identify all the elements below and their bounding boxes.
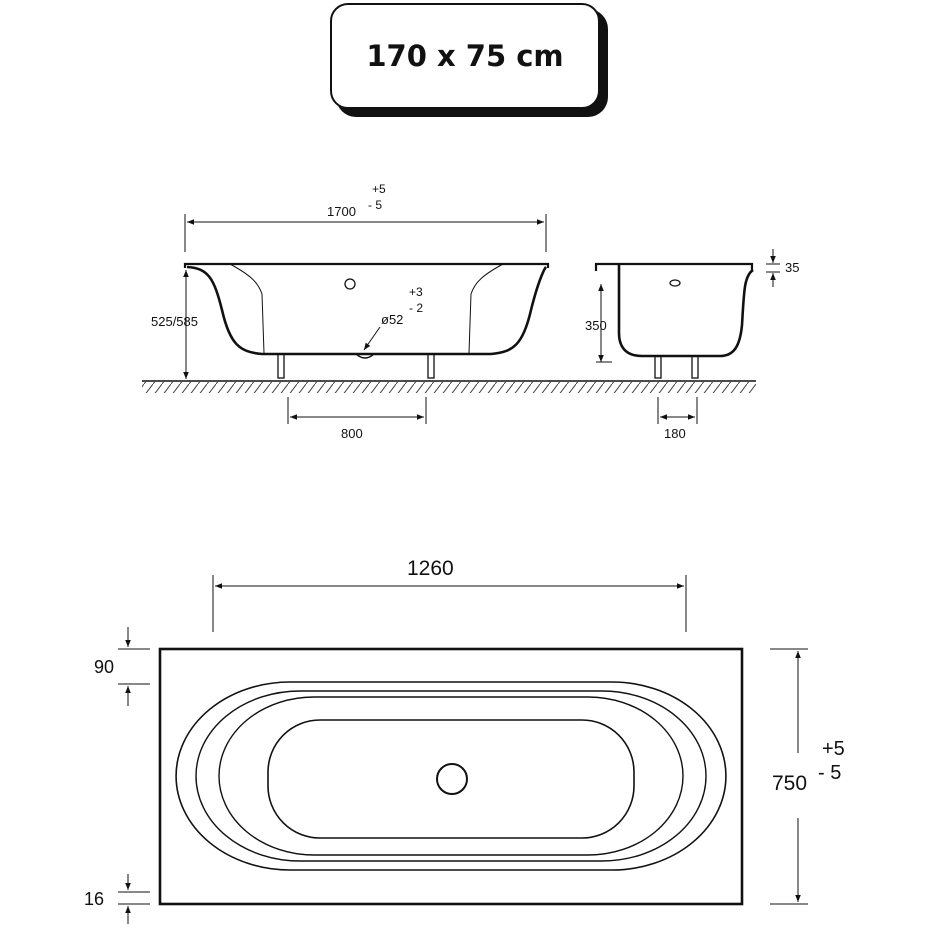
side-drain-tol-plus: +3 [409,285,423,299]
end-rim-label: 35 [785,260,799,275]
top-edge-label: 16 [84,889,104,909]
top-width-tol-plus: +5 [822,738,845,760]
end-foot-right [691,355,699,379]
top-outer-basin [195,690,707,862]
side-inner-right [468,263,504,354]
side-overflow-hole [344,278,356,290]
top-basin-floor [267,719,635,839]
side-drain-leader [363,326,381,351]
end-floor-hatch [600,382,756,393]
side-body-outline [186,265,548,356]
top-width-label: 750 [772,772,807,795]
side-foot-right [427,353,435,379]
title-badge-label: 170 x 75 cm [366,39,564,73]
top-inner-basin [218,696,684,856]
side-view-labels: 1700 +5 - 5 525/585 +3 - 2 ø52 800 [151,182,423,441]
end-view [594,249,780,424]
side-feet-spacing-label: 800 [341,426,363,441]
side-rim [183,262,550,268]
side-height-label: 525/585 [151,314,198,329]
title-badge: 170 x 75 cm [330,3,600,109]
side-length-tol-minus: - 5 [368,198,382,212]
end-feet-spacing-label: 180 [664,426,686,441]
end-body-outline [617,265,754,358]
top-length-label: 1260 [407,557,454,580]
side-foot-left [277,353,285,379]
side-drain-diameter-label: ø52 [381,312,403,327]
top-rim-label: 90 [94,657,114,677]
side-length-label: 1700 [327,204,356,219]
end-foot-left [654,355,662,379]
end-view-labels: 35 350 180 [585,260,799,441]
side-inner-left [229,263,265,354]
end-rim [594,262,754,271]
side-drain-tol-minus: - 2 [409,301,423,315]
end-depth-label: 350 [585,318,607,333]
top-drain [436,763,468,795]
top-width-tol-minus: - 5 [818,762,841,784]
side-drain [355,353,375,359]
top-view [118,575,808,924]
side-floor-hatch [142,382,600,393]
side-view [142,214,600,424]
top-outer-rect [158,647,744,906]
top-view-labels: 1260 90 16 750 +5 - 5 [84,557,845,909]
top-rim-contour [175,681,727,871]
end-overflow-hole [669,279,681,287]
side-length-tol-plus: +5 [372,182,386,196]
